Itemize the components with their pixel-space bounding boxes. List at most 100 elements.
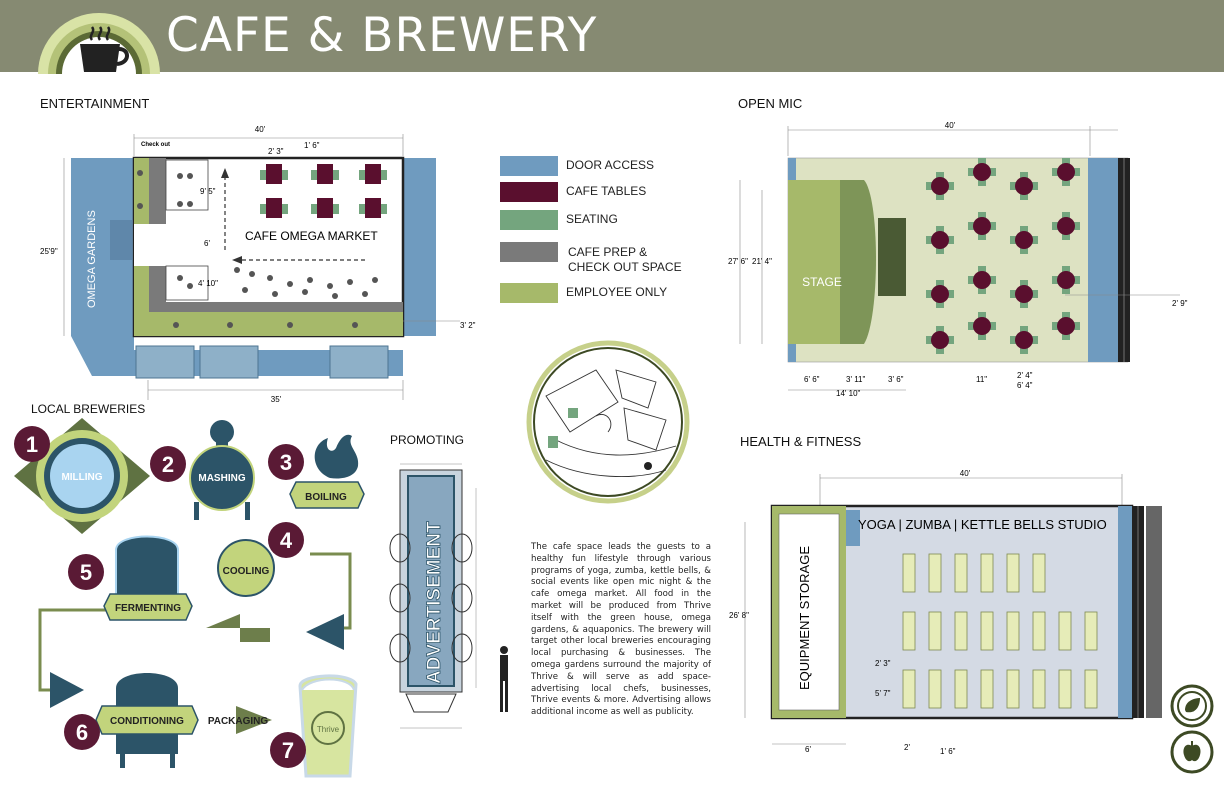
dim-width-top: 40' — [255, 125, 266, 134]
storage-label: EQUIPMENT STORAGE — [797, 546, 812, 690]
yoga-mat — [1058, 669, 1072, 709]
open-mic-table — [931, 231, 949, 249]
step-5-label: FERMENTING — [115, 603, 181, 614]
legend-label-seating: SEATING — [566, 212, 618, 226]
page-title: CAFE & BREWERY — [166, 8, 598, 63]
dim-width-bottom: 35' — [271, 395, 282, 404]
om-dim-b4: 14' 10" — [836, 389, 861, 398]
north-arrow-icon — [644, 462, 652, 470]
step-1-label: MILLING — [61, 472, 102, 483]
yoga-mat — [902, 611, 916, 651]
legend-label-door: DOOR ACCESS — [566, 158, 655, 172]
step-6-label: CONDITIONING — [110, 716, 184, 727]
flow-arrow-icon — [50, 672, 84, 708]
step-2-number: 2 — [162, 452, 174, 477]
om-dim-right: 2' 9" — [1172, 299, 1188, 308]
open-mic-table — [973, 271, 991, 289]
flame-icon — [314, 434, 359, 479]
brewing-process-diagram: 1 MILLING 2 MASHING 3 BOILING 4 COOLING … — [14, 418, 365, 778]
equipment-storage-room — [778, 513, 840, 711]
thrive-logo-text: Thrive — [317, 725, 340, 734]
om-dim-b6: 2' 4" — [1017, 371, 1033, 380]
open-mic-table — [931, 331, 949, 349]
beer-glass-icon — [298, 674, 358, 778]
step-1-number: 1 — [26, 432, 38, 457]
header-bar — [0, 0, 1224, 72]
stage-label: STAGE — [802, 275, 842, 289]
yoga-mat — [954, 669, 968, 709]
open-mic-table — [1057, 217, 1075, 235]
yoga-mat — [980, 553, 994, 593]
omega-gardens-label: OMEGA GARDENS — [86, 210, 98, 308]
legend-swatch-employee — [500, 283, 558, 303]
yoga-mats — [902, 553, 1098, 709]
step-3-number: 3 — [280, 450, 292, 475]
fit-dim-width: 40' — [960, 469, 971, 478]
yoga-mat — [980, 611, 994, 651]
site-map — [526, 340, 690, 504]
fit-dim-d3: 2' — [904, 743, 910, 752]
yoga-mat — [928, 669, 942, 709]
market-label: CAFE OMEGA MARKET — [245, 229, 378, 243]
yoga-mat — [928, 611, 942, 651]
om-dim-b2: 3' 11" — [846, 375, 866, 384]
om-dim-h2: 21' 4" — [752, 257, 772, 266]
door-access-right — [403, 158, 436, 336]
step-3-label: BOILING — [305, 492, 347, 503]
human-scale-figure — [500, 646, 508, 712]
health-badge — [1170, 730, 1214, 774]
om-dim-b3: 3' 6" — [888, 375, 904, 384]
yoga-mat — [1006, 553, 1020, 593]
advertisement-tower: ADVERTISEMENT — [389, 463, 508, 729]
studio-label: YOGA | ZUMBA | KETTLE BELLS STUDIO — [858, 517, 1107, 532]
flow-arrow-icon — [206, 614, 270, 642]
fermenter-tank — [115, 535, 179, 611]
dim-d4: 6' — [204, 239, 210, 248]
legend-swatch-prep — [500, 242, 558, 262]
step-7-label: PACKAGING — [208, 716, 269, 727]
dim-height: 25'9" — [40, 247, 58, 256]
section-title-local-breweries: LOCAL BREWERIES — [31, 402, 146, 416]
legend-swatch-tables — [500, 182, 558, 202]
step-5-number: 5 — [80, 560, 92, 585]
leaf-icon — [1185, 698, 1200, 713]
yoga-mat — [1006, 611, 1020, 651]
om-dim-b1: 6' 6" — [804, 375, 820, 384]
legend-label-tables: CAFE TABLES — [566, 184, 647, 198]
legend-swatch-seating — [500, 210, 558, 230]
dim-d6: 3' 2" — [460, 321, 476, 330]
open-mic-floor-plan: STAGE 40' 27' 6" 21' 4" 2' 9" 6' 6" 3' 1… — [728, 121, 1188, 398]
om-dim-h1: 27' 6" — [728, 257, 748, 266]
fit-dim-d5: 6' — [805, 745, 811, 754]
description-paragraph: The cafe space leads the guests to a hea… — [531, 542, 711, 718]
section-title-entertainment: ENTERTAINMENT — [40, 96, 150, 111]
yoga-mat — [954, 611, 968, 651]
flow-arrow-icon — [236, 706, 272, 734]
open-mic-table — [1015, 231, 1033, 249]
open-mic-table — [1057, 163, 1075, 181]
dim-d3: 9' 5" — [200, 187, 216, 196]
open-mic-table — [1015, 177, 1033, 195]
om-dim-b7: 6' 4" — [1017, 381, 1033, 390]
step-4-label: COOLING — [223, 566, 270, 577]
apple-icon — [1183, 744, 1201, 762]
open-mic-table — [973, 217, 991, 235]
step-2-label: MASHING — [198, 473, 245, 484]
step-7-number: 7 — [282, 738, 294, 763]
om-dim-b5: 11" — [976, 375, 987, 384]
yoga-mat — [902, 669, 916, 709]
yoga-mat — [902, 553, 916, 593]
door-access-fitness — [1118, 506, 1132, 718]
yoga-mat — [954, 553, 968, 593]
open-mic-table — [931, 285, 949, 303]
coffee-cup-icon — [80, 26, 129, 72]
section-title-health-fitness: HEALTH & FITNESS — [740, 434, 862, 449]
dim-d5: 4' 10" — [198, 279, 218, 288]
fitness-floor-plan: 40' EQUIPMENT STORAGE YOGA | ZUMBA | KET… — [729, 469, 1162, 756]
sustainability-badge — [1170, 684, 1214, 728]
open-mic-table — [1015, 331, 1033, 349]
open-mic-table — [1057, 317, 1075, 335]
coffee-logo — [38, 13, 160, 74]
fit-dim-d4: 1' 6" — [940, 747, 956, 756]
flow-arrow-icon — [306, 614, 344, 650]
